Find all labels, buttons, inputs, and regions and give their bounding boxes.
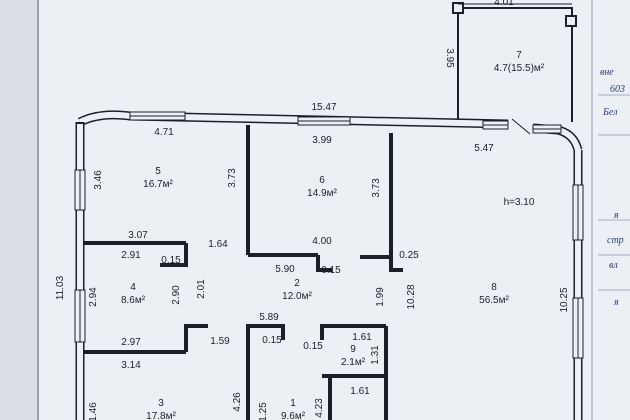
dim-label: 1.99 [375, 287, 386, 307]
dim-label: 1.46 [88, 402, 99, 420]
terrace-outline [452, 2, 577, 122]
room-7-number: 7 [516, 50, 522, 61]
dim-label: 3.07 [128, 230, 148, 241]
room-2-number: 2 [294, 278, 300, 289]
margin-form [591, 0, 630, 420]
dim-label: 1.31 [370, 345, 381, 365]
dim-label: 1.25 [258, 402, 269, 420]
dim-label: 3.99 [312, 135, 332, 146]
dim-label: 4.71 [154, 127, 174, 138]
dim-label: 5.89 [259, 312, 279, 323]
dim-label: 0.25 [399, 250, 419, 261]
dim-label: 11.03 [55, 275, 66, 300]
dim-label: 0.15 [303, 341, 323, 352]
dim-label: 10.28 [406, 284, 417, 309]
room-3-number: 3 [158, 398, 164, 409]
dim-label: 4.26 [232, 392, 243, 412]
room-3-area: 17.8м² [146, 411, 176, 420]
dim-label: 0.15 [321, 265, 341, 276]
dim-label: 4.23 [314, 398, 325, 418]
dim-label: 2.90 [171, 285, 182, 305]
dim-label: 0.15 [262, 335, 282, 346]
svg-text:603: 603 [610, 84, 625, 95]
svg-text:Бел: Бел [602, 107, 618, 118]
room-9-area: 2.1м² [341, 357, 366, 368]
svg-text:вне: вне [600, 67, 614, 78]
dimension-labels: 4.01 3.95 15.47 4.71 3.99 5.47 3.46 3.73… [55, 0, 570, 420]
room-1-number: 1 [290, 398, 296, 409]
margin-text: вне 603 Бел я стр вл я [600, 67, 625, 308]
dim-label: 10.25 [559, 287, 570, 312]
dim-label: 2.01 [196, 279, 207, 299]
svg-text:я: я [613, 297, 619, 308]
dim-label: 2.91 [121, 250, 141, 261]
room-2-area: 12.0м² [282, 291, 312, 302]
svg-text:я: я [613, 210, 619, 221]
dim-label: 3.46 [93, 170, 104, 190]
terrace-door [511, 118, 531, 135]
dim-label: 3.73 [227, 168, 238, 188]
dim-label: 3.73 [371, 178, 382, 198]
room-8-area: 56.5м² [479, 295, 509, 306]
dim-label: 5.90 [275, 264, 295, 275]
dim-label: 0.15 [161, 255, 181, 266]
room-5-area: 16.7м² [143, 179, 173, 190]
dim-label: 15.47 [311, 102, 336, 113]
room-6-area: 14.9м² [307, 188, 337, 199]
svg-text:вл: вл [609, 260, 618, 271]
windows [74, 111, 584, 359]
room-7-area: 4.7(15.5)м² [494, 63, 545, 74]
dim-label: 1.64 [208, 239, 228, 250]
dim-label: 1.59 [210, 336, 230, 347]
room-9-number: 9 [350, 344, 356, 355]
room-8-number: 8 [491, 282, 497, 293]
dim-label: 5.47 [474, 143, 494, 154]
dim-label: 2.97 [121, 337, 141, 348]
room-1-area: 9.6м² [281, 411, 306, 420]
dim-label: 1.61 [350, 386, 370, 397]
dim-label: 3.95 [444, 48, 455, 68]
dim-label: 4.01 [494, 0, 514, 8]
dim-label: 4.00 [312, 236, 332, 247]
room-labels: 7 4.7(15.5)м² 5 16.7м² 6 14.9м² h=3.10 4… [121, 50, 545, 420]
dim-label: 1.61 [352, 332, 372, 343]
dim-label: 2.94 [88, 287, 99, 307]
dim-label: 3.14 [121, 360, 141, 371]
room-5-number: 5 [155, 166, 161, 177]
interior-walls [84, 125, 403, 420]
room-4-number: 4 [130, 282, 136, 293]
room-4-area: 8.6м² [121, 295, 146, 306]
ceiling-height: h=3.10 [504, 197, 535, 208]
svg-text:стр: стр [607, 235, 624, 246]
room-6-number: 6 [319, 175, 325, 186]
